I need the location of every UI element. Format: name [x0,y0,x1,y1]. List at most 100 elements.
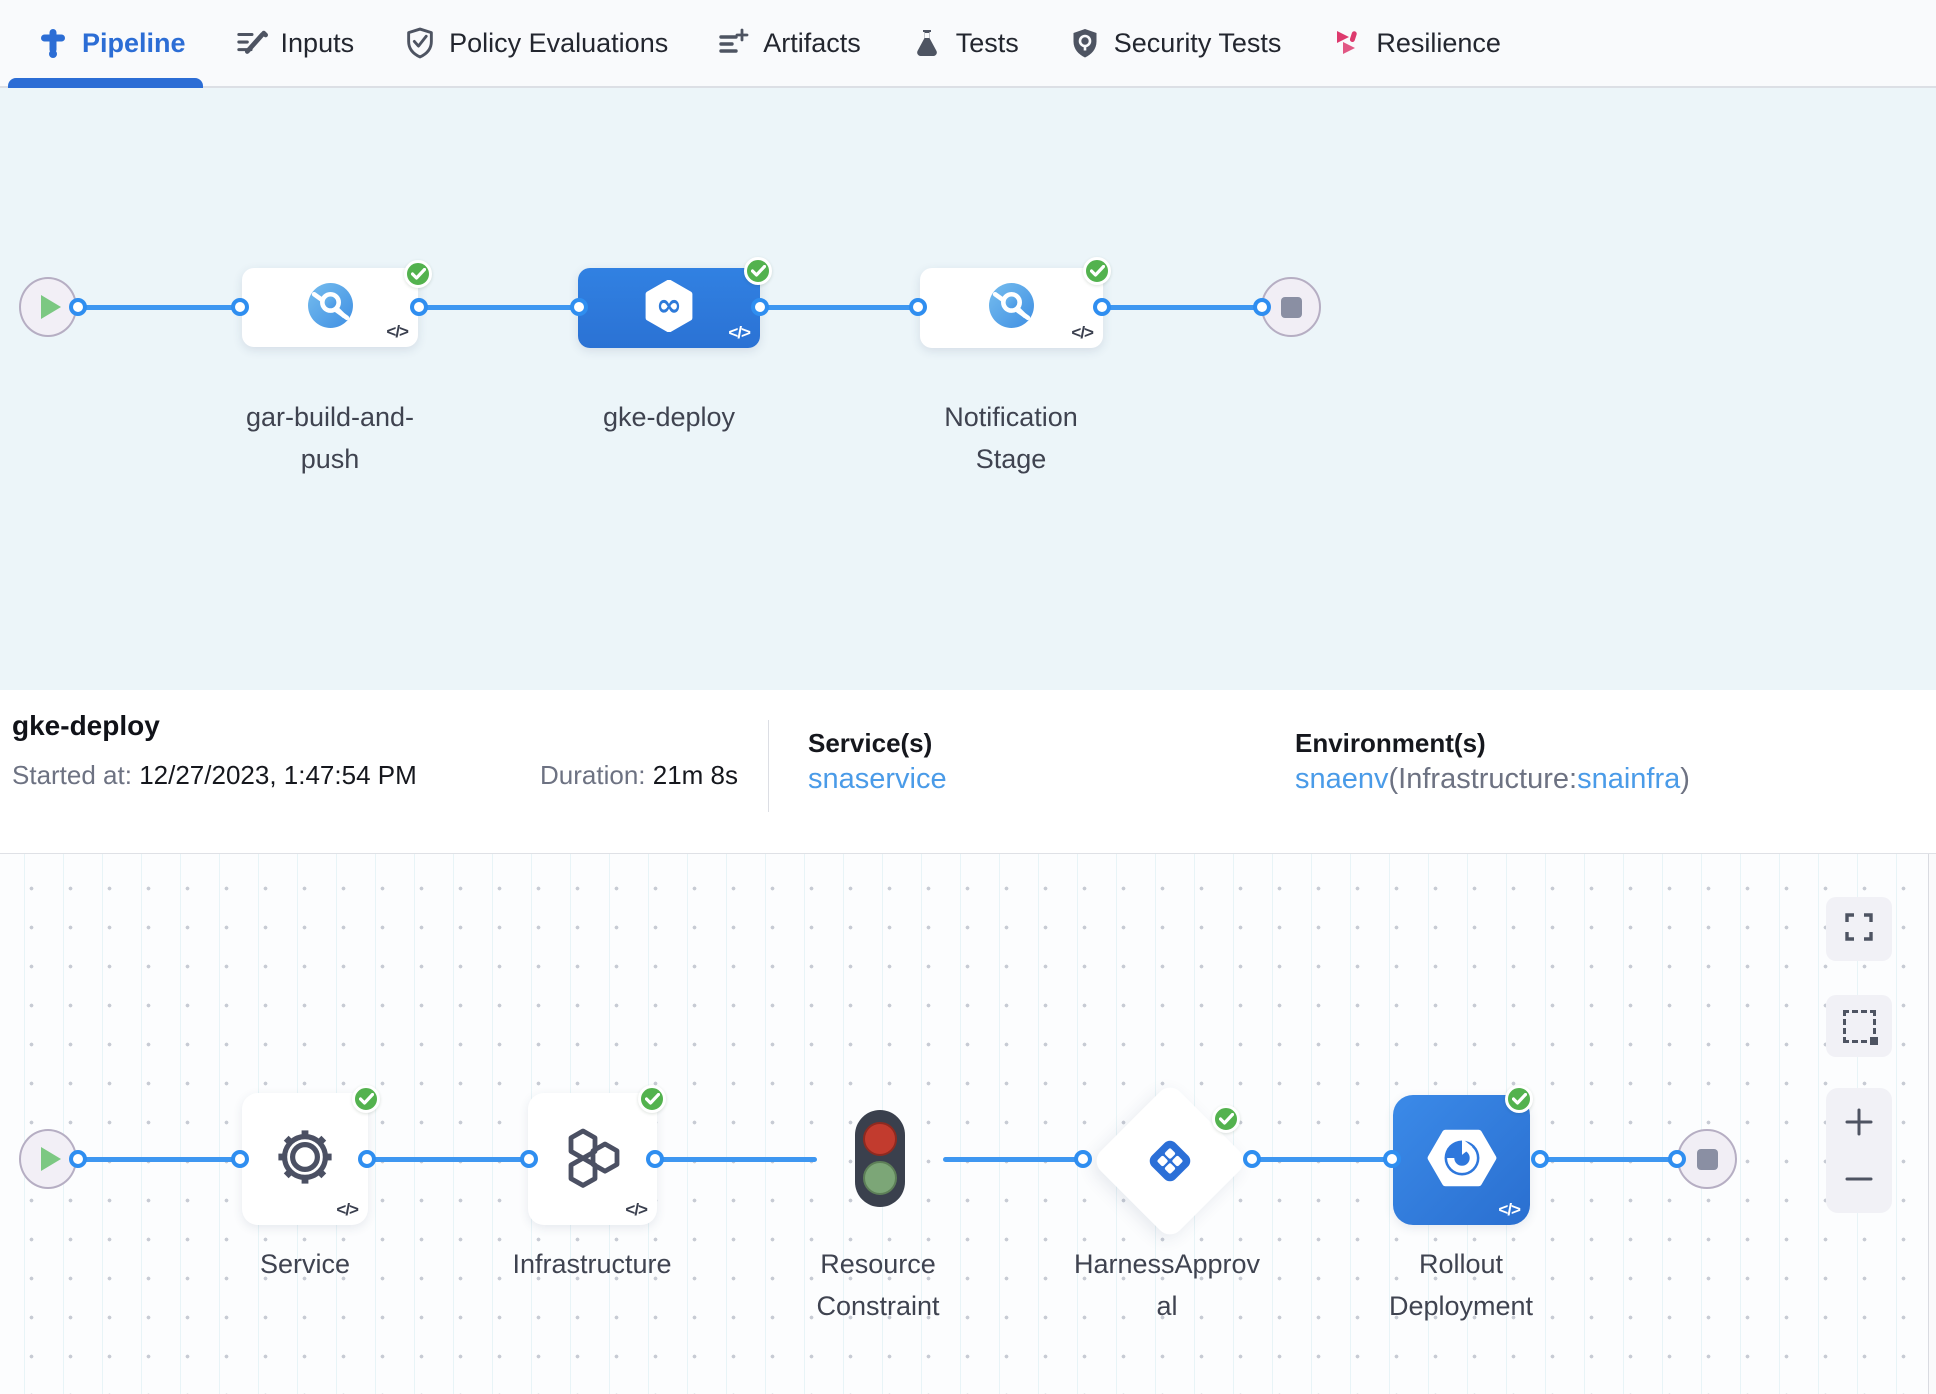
execution-start-node[interactable] [19,1129,77,1189]
stage-yaml-badge[interactable]: </> [1071,323,1094,342]
step-label[interactable]: Service [259,1249,351,1279]
connector-dot [69,298,87,316]
zoom-in-button[interactable] [1839,1102,1879,1142]
tab-artifacts[interactable]: Artifacts [718,0,861,87]
execution-details-bar: gke-deploy Started at: 12/27/2023, 1:47:… [0,690,1936,854]
step-label[interactable]: HarnessApproval [1073,1249,1261,1321]
connector-dot [358,1150,376,1168]
tab-inputs[interactable]: Inputs [236,0,355,87]
play-icon [41,1147,61,1171]
connector-dot [1668,1150,1686,1168]
rollout-deployment-icon [1423,1119,1501,1202]
tab-pipeline[interactable]: Pipeline [8,0,203,89]
svg-text:∞: ∞ [656,287,682,323]
vertical-scrollbar[interactable] [1928,854,1936,1394]
stage-yaml-badge[interactable]: </> [386,322,409,341]
tab-artifacts-label: Artifacts [763,27,861,58]
stage-yaml-badge[interactable]: </> [728,323,751,342]
success-check-icon [1212,1105,1240,1133]
stage-card-notification-stage[interactable]: </> [920,268,1103,348]
started-at-value: 12/27/2023, 1:47:54 PM [139,760,417,790]
environment-link[interactable]: snaenv(Infrastructure:snainfra) [1295,763,1690,796]
zoom-controls [1826,1088,1892,1213]
edge [943,1157,1083,1162]
ci-build-stage-icon [307,282,354,334]
selection-marquee-button[interactable] [1826,995,1892,1057]
tab-security-tests[interactable]: Security Tests [1069,0,1281,87]
connector-dot [231,298,249,316]
edge [1102,305,1262,310]
infrastructure-name[interactable]: snainfra [1577,763,1681,795]
tab-tests[interactable]: Tests [911,0,1019,87]
stage-card-gar-build-and-push[interactable]: </> [242,268,418,347]
edge [760,305,918,310]
tab-policy-evaluations-label: Policy Evaluations [449,27,669,58]
success-check-icon [744,257,772,285]
step-card-service[interactable]: </> [242,1093,368,1225]
tab-resilience-label: Resilience [1376,27,1501,58]
service-link[interactable]: snaservice [808,763,947,795]
tab-pipeline-label: Pipeline [82,27,186,58]
traffic-red-light [863,1122,897,1156]
environment-name[interactable]: snaenv [1295,763,1389,795]
infrastructure-suffix: ) [1680,763,1690,795]
resource-constraint-traffic-light-icon[interactable] [855,1110,905,1207]
stage-graph-canvas[interactable]: </> gar-build-and-push ∞ </> gke-deploy [0,88,1936,690]
execution-graph-canvas[interactable]: </> Service </> Infrastructure Resource … [0,854,1936,1394]
edge [1540,1157,1677,1162]
step-label[interactable]: Infrastructure [512,1249,672,1279]
execution-end-node[interactable] [1677,1129,1737,1189]
tab-inputs-label: Inputs [280,27,355,58]
play-icon [41,295,61,319]
pipeline-start-node[interactable] [19,277,77,337]
connector-dot [646,1150,664,1168]
edge [1252,1157,1392,1162]
step-card-infrastructure[interactable]: </> [528,1093,657,1225]
step-yaml-badge[interactable]: </> [1498,1200,1521,1219]
step-yaml-badge[interactable]: </> [625,1200,648,1219]
cd-deploy-stage-icon: ∞ [643,278,695,337]
connector-dot [1531,1150,1549,1168]
step-label[interactable]: Rollout Deployment [1388,1249,1534,1321]
tab-resilience[interactable]: Resilience [1331,0,1501,87]
inputs-icon [236,27,268,59]
security-shield-icon [1069,27,1101,59]
zoom-out-button[interactable] [1839,1159,1879,1199]
stage-label[interactable]: Notification Stage [944,402,1078,474]
tab-policy-evaluations[interactable]: Policy Evaluations [404,0,668,87]
connector-dot [520,1150,538,1168]
edge [367,1157,529,1162]
connector-dot [1253,298,1271,316]
services-label: Service(s) [808,728,933,758]
duration-label: Duration: [540,760,646,790]
connector-dot [1093,298,1111,316]
service-gear-icon [272,1124,338,1195]
success-check-icon [638,1085,666,1113]
active-tab-underline [8,78,203,89]
step-card-rollout-deployment[interactable]: </> [1393,1095,1530,1225]
connector-dot [231,1150,249,1168]
fullscreen-icon [1844,912,1874,947]
selected-stage-title: gke-deploy [12,710,160,741]
tests-flask-icon [911,27,943,59]
edge [655,1157,817,1162]
artifacts-list-plus-icon [718,27,750,59]
resilience-chaos-icon [1331,27,1363,59]
stage-label[interactable]: gar-build-and-push [245,402,415,474]
step-label[interactable]: Resource Constraint [816,1249,940,1321]
stage-label[interactable]: gke-deploy [602,402,736,432]
traffic-green-light [863,1161,897,1195]
success-check-icon [352,1085,380,1113]
fullscreen-button[interactable] [1826,897,1892,961]
success-check-icon [1083,257,1111,285]
connector-dot [69,1150,87,1168]
tab-tests-label: Tests [955,27,1019,58]
tab-bar: Pipeline Inputs Policy Evaluations Arti [0,0,1936,89]
connector-dot [751,298,769,316]
stage-card-gke-deploy[interactable]: ∞ </> [578,268,760,348]
started-at-row: Started at: 12/27/2023, 1:47:54 PM [12,760,417,791]
step-yaml-badge[interactable]: </> [336,1200,359,1219]
edge [78,1157,240,1162]
success-check-icon [1505,1085,1533,1113]
